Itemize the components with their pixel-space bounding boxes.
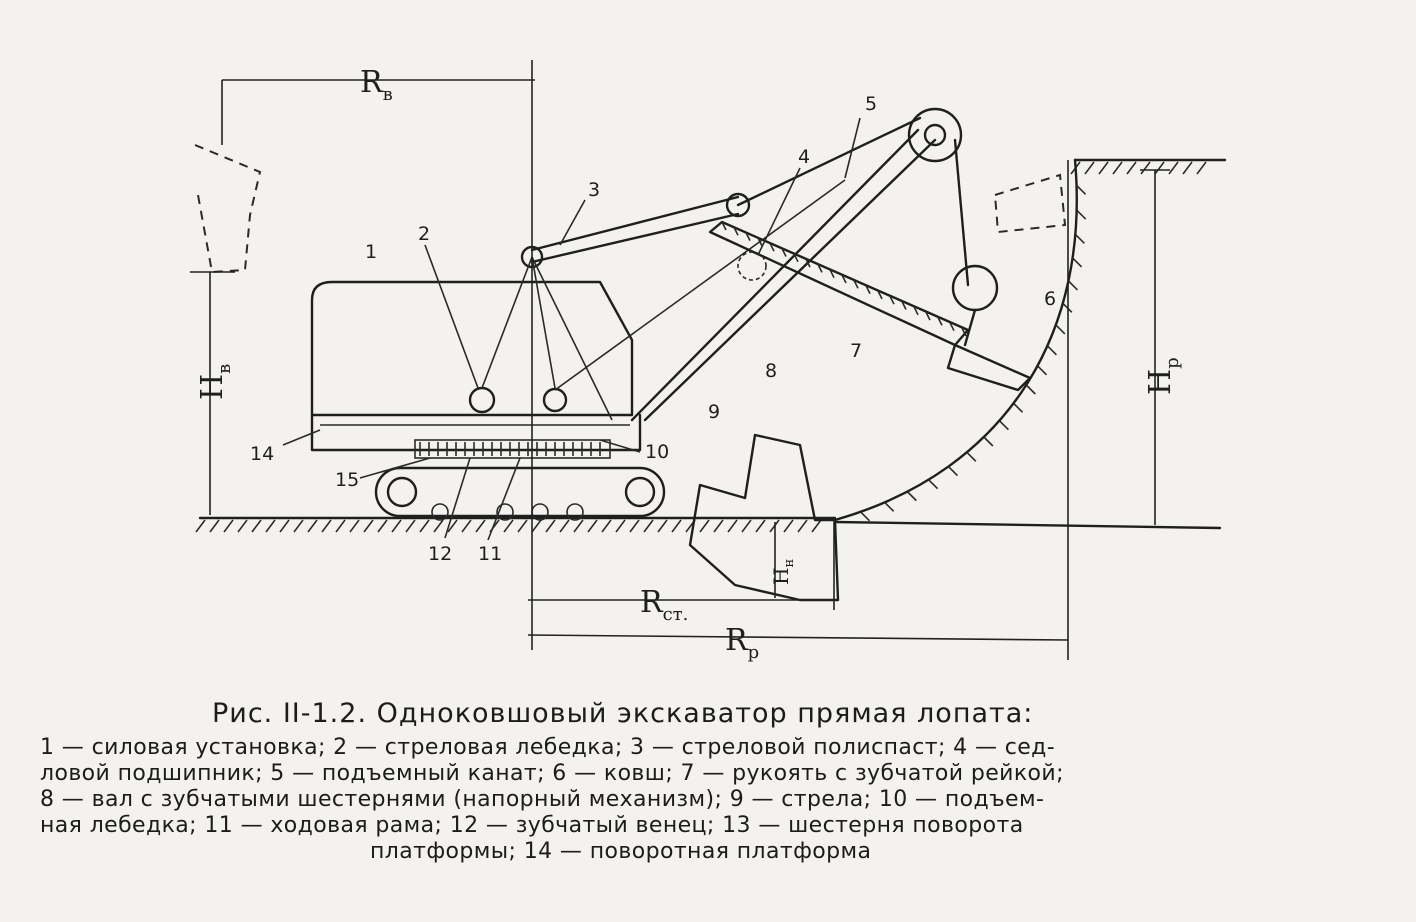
dim-rp: Rр — [725, 623, 759, 663]
part-label-12: 12 — [428, 543, 452, 565]
ground — [195, 158, 1227, 533]
dipper-handle — [708, 220, 970, 347]
legend-line-5: платформы; 14 — поворотная платформа — [370, 839, 872, 864]
crawler-track — [374, 466, 666, 521]
diagram-svg: Rв Rст. Rр Нв Нр Нн 1 2 3 4 5 6 7 8 9 10… — [190, 60, 1227, 663]
part-label-9: 9 — [708, 401, 720, 423]
dim-hv: Нв — [195, 364, 235, 400]
excavator-diagram: Rв Rст. Rр Нв Нр Нн 1 2 3 4 5 6 7 8 9 10… — [190, 60, 1227, 663]
bucket-dump-dashed — [194, 144, 262, 274]
dig-face-arc — [833, 158, 1078, 522]
part-label-4: 4 — [798, 146, 810, 168]
legend-line-1: 1 — силовая установка; 2 — стреловая леб… — [40, 735, 1056, 760]
part-label-7: 7 — [850, 340, 862, 362]
part-label-3: 3 — [588, 179, 600, 201]
cables — [481, 116, 999, 421]
dim-hn: Нн — [769, 559, 797, 585]
legend-line-2: ловой подшипник; 5 — подъемный канат; 6 … — [40, 761, 1064, 786]
part-label-1: 1 — [365, 241, 377, 263]
bucket-digging — [946, 343, 1032, 392]
leader-lines — [282, 117, 861, 541]
boom — [630, 107, 963, 422]
excavator-body — [310, 280, 642, 459]
dim-rv: Rв — [360, 65, 393, 105]
part-label-10: 10 — [645, 441, 669, 463]
dig-face-hatch — [859, 184, 1087, 522]
caption-title: Рис. II-1.2. Одноковшовый экскаватор пря… — [212, 698, 1034, 729]
part-label-5: 5 — [865, 93, 877, 115]
dim-hr: Нр — [1143, 357, 1183, 395]
legend-line-4: ная лебедка; 11 — ходовая рама; 12 — зуб… — [40, 813, 1024, 838]
part-label-8: 8 — [765, 360, 777, 382]
part-label-6: 6 — [1044, 288, 1056, 310]
bucket-top-dashed — [993, 173, 1067, 234]
part-label-15: 15 — [335, 469, 359, 491]
part-label-11: 11 — [478, 543, 502, 565]
part-label-2: 2 — [418, 223, 430, 245]
legend-line-3: 8 — вал с зубчатыми шестернями (напорный… — [40, 787, 1045, 812]
dimensions — [190, 60, 1170, 660]
part-label-14: 14 — [250, 443, 274, 465]
dim-rst: Rст. — [640, 585, 688, 625]
